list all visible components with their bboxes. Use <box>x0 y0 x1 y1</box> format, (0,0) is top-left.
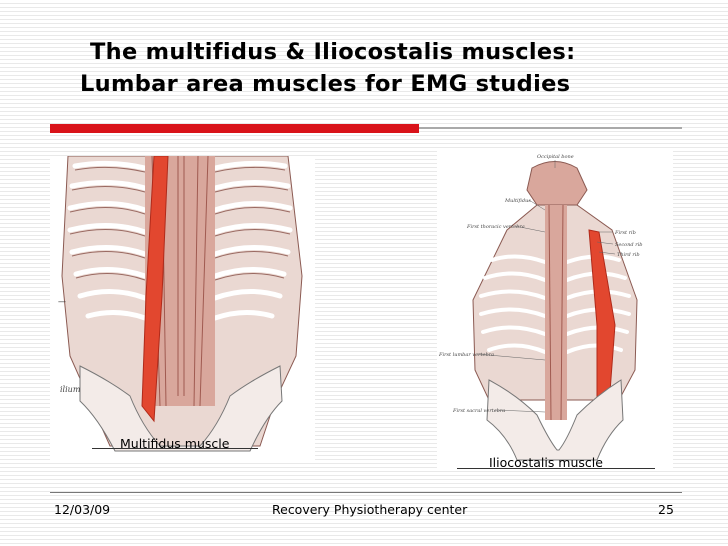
slide-title: The multifidus & Iliocostalis muscles: L… <box>0 36 728 100</box>
accent-bar <box>50 124 419 133</box>
side-label: — <box>58 297 66 306</box>
footer-divider <box>50 492 682 493</box>
iliocostalis-caption: Iliocostalis muscle <box>489 455 603 470</box>
label-second-rib: Second rib <box>615 242 642 248</box>
page-number: 25 <box>658 502 674 517</box>
multifidus-illustration: — ilium <box>58 156 303 452</box>
label-first-rib: First rib <box>614 230 636 236</box>
footer-date: 12/03/09 <box>54 502 111 517</box>
footer-center: Recovery Physiotherapy center <box>272 502 468 517</box>
multifidus-figure: — ilium Multifidus muscle <box>50 156 315 461</box>
iliocostalis-illustration: Occipital bone Multifidus First thoracic… <box>438 154 642 461</box>
label-occipital: Occipital bone <box>537 154 574 160</box>
label-multifidus: Multifidus <box>504 198 531 204</box>
title-line-2: Lumbar area muscles for EMG studies <box>80 71 571 97</box>
divider-line <box>419 127 682 129</box>
title-line-1: The multifidus & Iliocostalis muscles: <box>90 39 576 65</box>
multifidus-caption: Multifidus muscle <box>120 436 230 451</box>
caption-underline <box>92 448 258 449</box>
ilium-label: ilium <box>60 385 81 394</box>
caption-underline <box>457 468 655 469</box>
label-third-rib: Third rib <box>617 252 640 258</box>
label-first-thoracic: First thoracic vertebra <box>466 224 525 230</box>
iliocostalis-figure: Occipital bone Multifidus First thoracic… <box>437 150 673 471</box>
label-first-sacral: First sacral vertebra <box>452 408 505 414</box>
label-first-lumbar: First lumbar vertebra <box>438 352 494 358</box>
